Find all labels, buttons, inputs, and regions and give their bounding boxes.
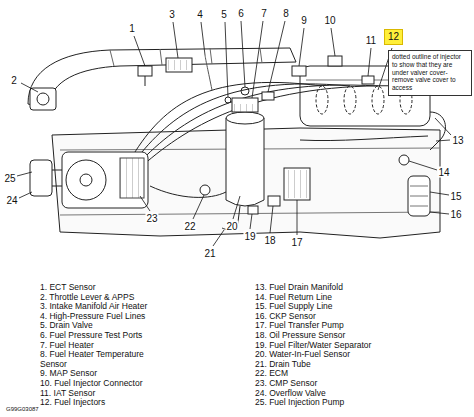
legend-entry: 18. Oil Pressure Sensor (255, 331, 345, 341)
legend-entry: 1. ECT Sensor (40, 283, 96, 293)
legend-entry: 15. Fuel Supply Line (255, 302, 333, 312)
legend-entry: 8. Fuel Heater Temperature Sensor (40, 350, 152, 369)
legend-entry: 21. Drain Tube (255, 360, 311, 370)
callout-number: 7 (260, 8, 268, 19)
legend-entry: 2. Throttle Lever & APPS (40, 293, 134, 303)
note-box: dotted outline of injector to show that … (388, 50, 472, 96)
callout-number: 20 (225, 221, 238, 232)
legend-entry: 11. IAT Sensor (40, 389, 95, 399)
legend-entry: 25. Fuel Injection Pump (255, 398, 344, 408)
legend-entry: 20. Water-In-Fuel Sensor (255, 350, 350, 360)
callout-number: 11 (365, 35, 377, 46)
node-text: 12 (388, 31, 399, 42)
legend-entry: 3. Intake Manifold Air Heater (40, 302, 147, 312)
callout-number: 23 (145, 213, 158, 224)
node-text: dotted outline of injector to show that … (392, 53, 468, 92)
callout-number: 10 (323, 15, 336, 26)
legend-entry: 10. Fuel Injector Connector (40, 379, 143, 389)
legend-entry: 6. Fuel Pressure Test Ports (40, 331, 142, 341)
legend-entry: 12. Fuel Injectors (40, 398, 105, 408)
legend-entry: 7. Fuel Heater (40, 341, 94, 351)
callout-number: 21 (203, 248, 216, 259)
callout-number: 24 (5, 195, 18, 206)
legend-entry: 13. Fuel Drain Manifold (255, 283, 343, 293)
engine-outline (28, 48, 445, 238)
callout-number: 13 (451, 135, 464, 146)
callout-number: 16 (449, 209, 462, 220)
callout-number: 22 (183, 221, 196, 232)
callout-number: 17 (290, 237, 303, 248)
callout-number: 2 (10, 75, 18, 86)
legend-entry: 4. High-Pressure Fuel Lines (40, 312, 145, 322)
callout-number: 19 (243, 231, 256, 242)
legend-entry: 22. ECM (255, 369, 288, 379)
callout-highlight: 12 (384, 29, 403, 45)
callout-number: 15 (449, 191, 462, 202)
legend-entry: 24. Overflow Valve (255, 389, 326, 399)
legend-entry: 23. CMP Sensor (255, 379, 317, 389)
callout-number: 25 (3, 173, 16, 184)
legend-entry: 5. Drain Valve (40, 321, 93, 331)
figure-code: G99G03087 (6, 406, 39, 413)
callout-number: 4 (196, 9, 204, 20)
leader-lines (17, 21, 451, 246)
callout-number: 9 (300, 15, 308, 26)
callout-number: 6 (237, 8, 245, 19)
callout-number: 14 (437, 167, 450, 178)
callout-number: 3 (168, 9, 176, 20)
legend-entry: 17. Fuel Transfer Pump (255, 321, 344, 331)
legend-entry: 9. MAP Sensor (40, 369, 97, 379)
callout-number: 18 (263, 235, 276, 246)
callout-number: 1 (128, 23, 136, 34)
legend-entry: 14. Fuel Return Line (255, 293, 332, 303)
callout-number: 5 (220, 9, 228, 20)
callout-number: 8 (282, 8, 290, 19)
legend-entry: 19. Fuel Filter/Water Separator (255, 341, 371, 351)
legend-entry: 16. CKP Sensor (255, 312, 316, 322)
